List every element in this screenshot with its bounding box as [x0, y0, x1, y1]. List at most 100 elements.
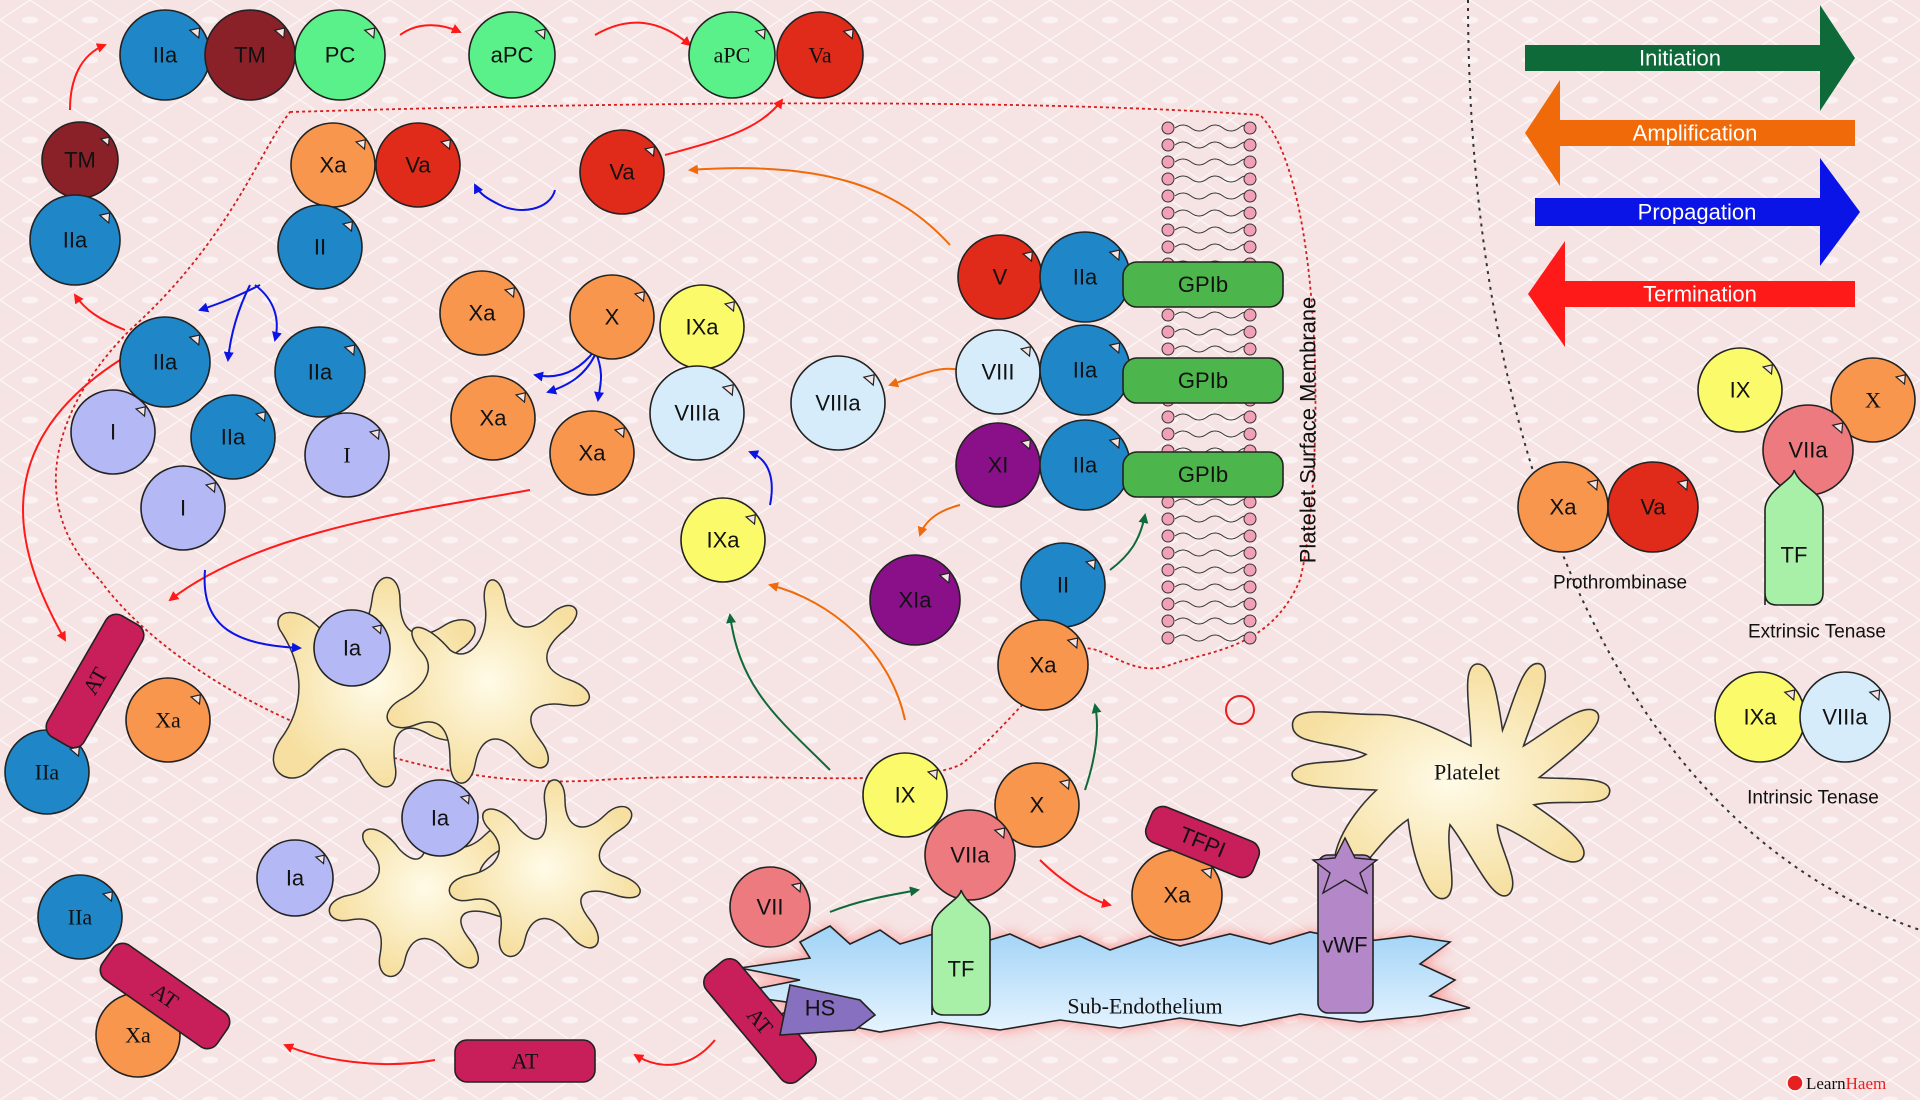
- viiia-legend: VIIIa: [1799, 671, 1891, 763]
- ixa-tenase: IXa: [659, 284, 745, 370]
- arrow-va-to-apc: [664, 98, 784, 156]
- gpib-1: GPIb: [1122, 261, 1284, 308]
- iia-at-2-label: IIa: [68, 905, 93, 930]
- viiia-free: VIIIa: [790, 355, 886, 451]
- tissue-factor-legend-label: TF: [1781, 543, 1808, 568]
- fibrinogen-1: I: [70, 389, 156, 475]
- arrow-x-to-xa-1: [533, 349, 596, 382]
- factor-ix-init: IX: [862, 752, 948, 838]
- fibrinogen-2-label: I: [343, 443, 350, 468]
- xa-prothrombin: Xa: [997, 619, 1089, 711]
- antithrombin-2: AT: [99, 942, 231, 1050]
- xa-1: Xa: [439, 270, 525, 356]
- prothrombinase-caption: Prothrombinase: [1553, 573, 1687, 594]
- arrow-apc-to-va: [594, 21, 692, 47]
- legend-divider: [1467, 0, 1920, 931]
- ixa-legend-label: IXa: [1743, 705, 1777, 730]
- xa-3-label: Xa: [579, 441, 607, 466]
- tissue-factor-label: TF: [948, 957, 975, 982]
- thrombin-lower-label: IIa: [221, 425, 246, 450]
- xa-tfpi-label: Xa: [1164, 883, 1192, 908]
- factor-viii: VIII: [955, 329, 1041, 415]
- prothrombin-1: II: [277, 204, 363, 290]
- va-free-label: Va: [609, 160, 635, 185]
- platelet-surface-region: [54, 102, 1317, 783]
- legend-termination: Termination: [1528, 241, 1855, 347]
- arrow-iia-to-i-3: [254, 284, 282, 342]
- fibrinogen-2: I: [304, 412, 390, 498]
- heparan-sulphate: HS: [779, 984, 877, 1036]
- activated-protein-c: aPC: [468, 11, 556, 99]
- xa-at-1: Xa: [125, 677, 211, 763]
- intrinsic-tenase-caption: Intrinsic Tenase: [1747, 788, 1879, 809]
- iia-at-1: IIa: [4, 729, 90, 815]
- gpib-2-label: GPIb: [1178, 368, 1228, 393]
- factor-xi: XI: [955, 422, 1041, 508]
- protein-c: PC: [294, 9, 386, 101]
- viiia-tenase-label: VIIIa: [674, 401, 720, 426]
- tm-complex: TM: [204, 9, 296, 101]
- factor-ix-init-label: IX: [895, 783, 916, 808]
- fibrin-1-label: Ia: [343, 636, 362, 661]
- learnhaem-logo: LearnHaem: [1786, 1074, 1886, 1093]
- ix-legend-label: IX: [1730, 378, 1751, 403]
- factor-vii-label: VII: [757, 895, 784, 920]
- legend-amplification: Amplification: [1525, 80, 1855, 186]
- gpib-2: GPIb: [1122, 357, 1284, 404]
- ixa-legend: IXa: [1714, 671, 1806, 763]
- va-complex-apc: Va: [776, 11, 864, 99]
- legend: Initiation Amplification Propagation Ter…: [1525, 5, 1860, 347]
- ixa-tenase-label: IXa: [685, 315, 719, 340]
- xa-at-1-label: Xa: [155, 708, 181, 733]
- fibrinogen-3: I: [140, 465, 226, 551]
- thrombin-complex: IIa: [119, 9, 211, 101]
- factor-v: V: [957, 234, 1043, 320]
- arrow-viia-to-xa: [1039, 859, 1112, 908]
- arrow-xi-to-xia: [917, 504, 961, 537]
- viiia-tenase: VIIIa: [649, 365, 745, 461]
- va-prothrombinase-label: Va: [405, 153, 431, 178]
- fibrinogen-1-label: I: [110, 420, 116, 445]
- xa-legend-label: Xa: [1550, 495, 1578, 520]
- platelet-2: [386, 579, 591, 784]
- arrow-ixa-to-viiia: [748, 450, 773, 506]
- arrow-x-to-xa-2: [546, 354, 596, 395]
- activated-platelet: Platelet: [1291, 662, 1611, 900]
- factor-x-label: X: [605, 305, 620, 330]
- arrow-iia-to-tm: [73, 293, 126, 331]
- xa-at-2-label: Xa: [125, 1023, 151, 1048]
- von-willebrand-factor: vWF: [1311, 836, 1379, 1014]
- factor-xia-label: XIa: [898, 588, 932, 613]
- factor-v-label: V: [993, 265, 1008, 290]
- arrows: [22, 21, 1149, 1066]
- thrombin-centre-right: IIa: [274, 326, 366, 418]
- thrombin-centre-right-label: IIa: [308, 360, 333, 385]
- extrinsic-tenase-caption: Extrinsic Tenase: [1748, 622, 1886, 643]
- arrow-pc-to-apc: [399, 24, 462, 36]
- arrow-xa-to-at: [168, 489, 531, 602]
- arrow-viii-to-viiia: [888, 367, 961, 388]
- antithrombin-1: AT: [45, 613, 145, 749]
- arrow-tm-to-complex: [69, 43, 107, 111]
- prothrombin-1-label: II: [314, 235, 326, 260]
- arrow-at-to-complex: [283, 1043, 436, 1065]
- xa-2-label: Xa: [480, 406, 508, 431]
- svg-text:Amplification: Amplification: [1633, 121, 1758, 146]
- fibrin-1: Ia: [313, 609, 391, 687]
- fibrinogen-3-label: I: [180, 496, 186, 521]
- fibrin-3: Ia: [256, 839, 334, 917]
- tissue-factor-legend: TF: [1764, 469, 1824, 606]
- factor-vii: VII: [729, 866, 811, 948]
- arrow-to-ixa: [768, 582, 906, 721]
- xa-2: Xa: [450, 375, 536, 461]
- arrow-ix-to-ixa: [726, 613, 831, 771]
- factor-xi-label: XI: [988, 453, 1009, 478]
- va-prothrombinase: Va: [375, 122, 461, 208]
- tm-molecule-label: TM: [64, 148, 96, 173]
- x-legend-label: X: [1865, 388, 1881, 413]
- platelet-4: [448, 779, 641, 958]
- xa-tfpi: Xa: [1131, 849, 1223, 941]
- viia-legend: VIIa: [1762, 404, 1854, 496]
